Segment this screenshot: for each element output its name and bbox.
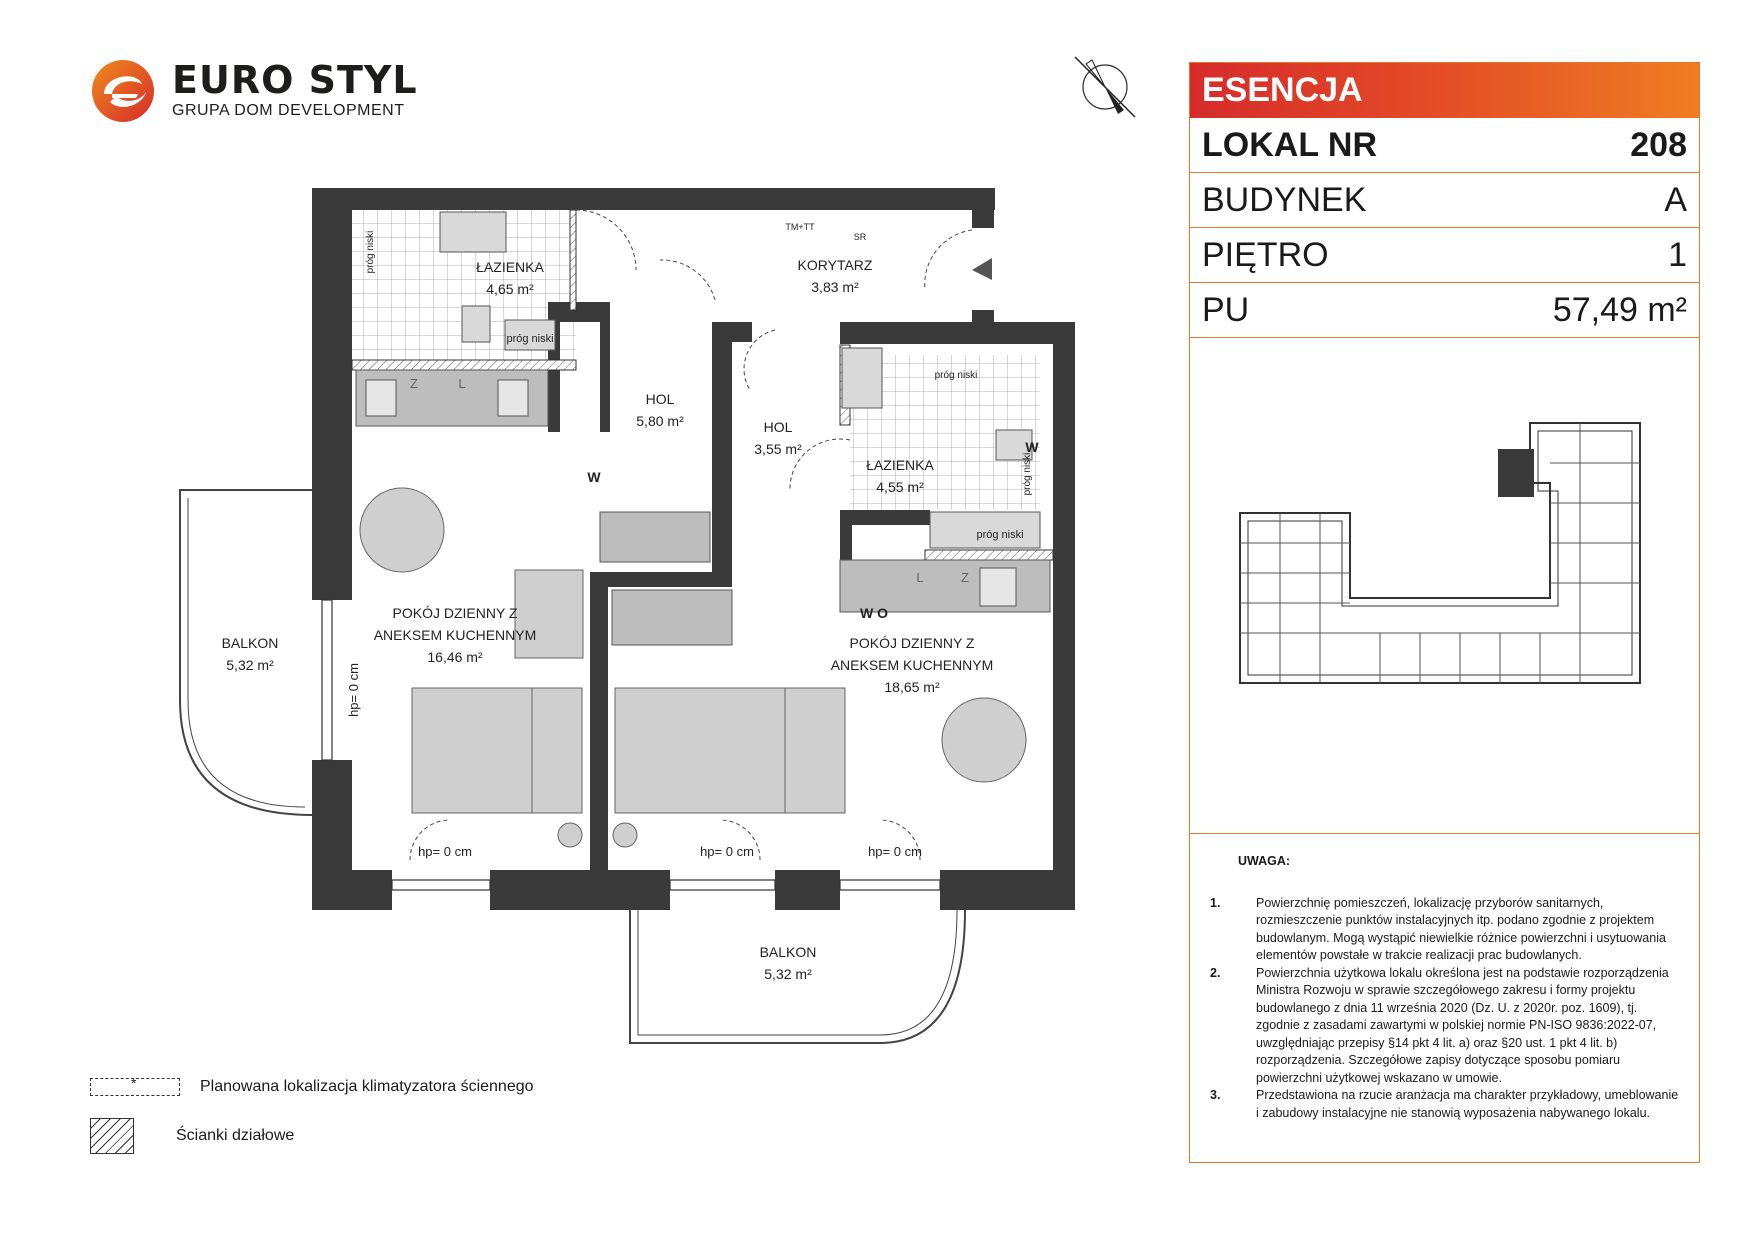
entrance-arrow-icon	[972, 258, 992, 280]
threshold-label-3: próg niski	[935, 370, 978, 381]
threshold-label-vertical-2: próg niski	[1022, 453, 1033, 496]
note-3-text: Przedstawiona na rzucie aranżacja ma cha…	[1256, 1088, 1679, 1120]
legend-partition-label: Ścianki działowe	[176, 1127, 295, 1144]
room-name-living-2-line1: POKÓJ DZIENNY Z	[850, 635, 975, 651]
room-area-balcony-2: 5,32 m²	[764, 966, 812, 982]
room-name-bathroom-1: ŁAZIENKA	[476, 259, 544, 275]
building-value: A	[1664, 180, 1687, 219]
room-name-living-1-line2: ANEKSEM KUCHENNYM	[374, 627, 537, 643]
legend-ac: * Planowana lokalizacja klimatyzatora śc…	[90, 1075, 534, 1096]
hp-label-vertical: hp= 0 cm	[346, 663, 361, 717]
room-area-living-1: 16,46 m²	[427, 649, 483, 665]
bathroom-fixtures	[439, 211, 1041, 549]
notes: UWAGA: 1. Powierzchnię pomieszczeń, loka…	[1210, 853, 1680, 1122]
water-w-label-2: W	[1025, 439, 1039, 455]
dishwasher-l-label-2: L	[916, 570, 923, 585]
balcony-2-outline	[629, 909, 966, 1044]
threshold-label-2: próg niski	[976, 529, 1023, 541]
area-row: PU 57,49 m²	[1190, 283, 1699, 338]
room-name-hol-1: HOL	[646, 391, 675, 407]
building-label: BUDYNEK	[1202, 180, 1367, 219]
tmtt-label: TM+TT	[785, 222, 815, 232]
room-area-hol-2: 3,55 m²	[754, 441, 802, 457]
fridge-z-label-1: Z	[410, 376, 418, 391]
unit-number-row: LOKAL NR 208	[1190, 118, 1699, 173]
room-name-balcony-1: BALKON	[222, 635, 279, 651]
hp-label-2: hp= 0 cm	[700, 844, 754, 859]
balcony-1-outline	[179, 489, 313, 816]
area-value: 57,49 m²	[1552, 290, 1687, 329]
north-compass-icon	[1074, 56, 1136, 118]
room-name-balcony-2: BALKON	[760, 944, 817, 960]
doors	[409, 209, 973, 861]
brand-name: EURO STYL	[172, 58, 418, 102]
room-area-bathroom-1: 4,65 m²	[486, 281, 534, 297]
ac-dashed-icon: *	[90, 1075, 180, 1096]
panel-divider	[1190, 833, 1699, 834]
note-2: 2. Powierzchnia użytkowa lokalu określon…	[1210, 965, 1669, 1085]
room-name-living-1-line1: POKÓJ DZIENNY Z	[393, 605, 518, 621]
room-name-living-2-line2: ANEKSEM KUCHENNYM	[831, 657, 994, 673]
room-area-hol-1: 5,80 m²	[636, 413, 684, 429]
dishwasher-l-label-1: L	[458, 376, 465, 391]
room-name-corridor: KORYTARZ	[798, 257, 873, 273]
legend-partition: Ścianki działowe	[90, 1118, 294, 1154]
note-2-text: Powierzchnia użytkowa lokalu określona j…	[1256, 965, 1669, 1085]
building-row: BUDYNEK A	[1190, 173, 1699, 228]
hatch-icon	[90, 1118, 134, 1154]
legend-ac-label: Planowana lokalizacja klimatyzatora ście…	[200, 1078, 534, 1095]
room-name-hol-2: HOL	[764, 419, 793, 435]
threshold-label-1: próg niski	[506, 333, 553, 345]
room-name-bathroom-2: ŁAZIENKA	[866, 457, 934, 473]
unit-location-marker	[1498, 449, 1534, 497]
investment-name: ESENCJA	[1190, 63, 1699, 118]
notes-title: UWAGA:	[1238, 854, 1291, 868]
floor-value: 1	[1668, 235, 1687, 274]
floor-label: PIĘTRO	[1202, 235, 1329, 274]
floor-row: PIĘTRO 1	[1190, 228, 1699, 283]
floor-plan: ŁAZIENKA 4,65 m² KORYTARZ 3,83 m² HOL 5,…	[179, 188, 1075, 1044]
info-panel: ESENCJA LOKAL NR 208 BUDYNEK A PIĘTRO 1 …	[1189, 62, 1700, 1163]
threshold-label-vertical-1: próg niski	[365, 231, 376, 274]
area-label: PU	[1202, 290, 1250, 329]
brand-subtitle: GRUPA DOM DEVELOPMENT	[172, 102, 405, 119]
water-wo-label: W O	[860, 605, 888, 621]
furniture	[359, 487, 1027, 848]
room-area-corridor: 3,83 m²	[811, 279, 859, 295]
note-1: 1. Powierzchnię pomieszczeń, lokalizację…	[1210, 895, 1666, 963]
hp-label-1: hp= 0 cm	[418, 844, 472, 859]
euro-styl-logo-icon	[92, 60, 154, 122]
water-w-label-1: W	[587, 469, 601, 485]
building-key-plan	[1239, 422, 1641, 684]
windows	[321, 599, 941, 891]
note-3: 3. Przedstawiona na rzucie aranżacja ma …	[1210, 1088, 1679, 1120]
walls	[312, 188, 1075, 910]
room-area-bathroom-2: 4,55 m²	[876, 479, 924, 495]
unit-number-label: LOKAL NR	[1202, 125, 1378, 164]
hp-label-3: hp= 0 cm	[868, 844, 922, 859]
room-area-balcony-1: 5,32 m²	[226, 657, 274, 673]
unit-number-value: 208	[1630, 125, 1687, 164]
sr-label: SR	[854, 232, 867, 242]
fridge-z-label-2: Z	[961, 570, 969, 585]
logo: EURO STYL GRUPA DOM DEVELOPMENT	[90, 58, 430, 124]
room-area-living-2: 18,65 m²	[884, 679, 940, 695]
note-1-text: Powierzchnię pomieszczeń, lokalizację pr…	[1256, 895, 1666, 963]
